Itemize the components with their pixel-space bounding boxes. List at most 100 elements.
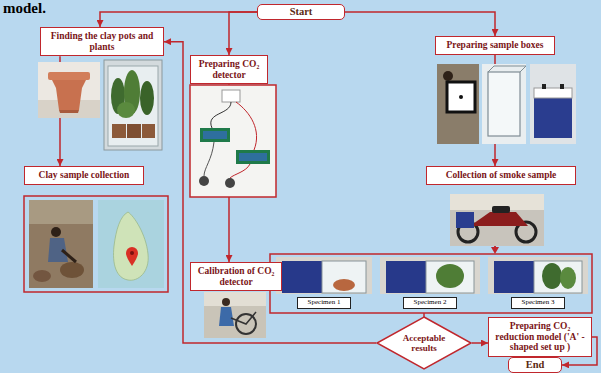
specimen-photos-part — [542, 263, 562, 289]
plants-photo-part — [112, 124, 126, 138]
field-photo-part — [48, 238, 68, 262]
detector-photo-part — [225, 178, 235, 188]
sri-lanka-map-part — [126, 247, 138, 266]
node-text: End — [513, 359, 557, 371]
detector-photo-part — [199, 176, 209, 186]
sri-lanka-map — [98, 200, 164, 288]
flow-arrow — [100, 12, 257, 27]
process-box: Preparing sample boxes — [435, 36, 555, 55]
flow-arrow — [229, 12, 257, 55]
plants-photo-part — [142, 124, 155, 138]
flow-arrow — [491, 246, 499, 254]
calibration-photo-part — [204, 292, 266, 338]
node-text: Start — [262, 6, 340, 18]
field-photo-part — [29, 200, 93, 288]
specimen-label: Specimen 1 — [297, 297, 351, 309]
node-text: Finding the clay pots and plants — [45, 31, 159, 52]
calibration-photo-part — [231, 312, 256, 324]
field-photo-part — [62, 250, 76, 262]
specimen-photos-part — [488, 257, 588, 294]
specimen-photos-part — [386, 261, 426, 293]
process-box: Clay sample collection — [24, 166, 144, 185]
specimen-photos-part — [276, 257, 372, 294]
process-box: Preparing CO₂ reduction model ('A' - sha… — [488, 317, 592, 357]
detector-photo-part — [190, 85, 276, 197]
field-photo-part — [51, 227, 61, 237]
sample-box-photos-part — [488, 72, 520, 136]
specimen-photos — [276, 257, 588, 294]
sample-box-photos-part — [447, 82, 475, 112]
detector-photo-part — [204, 142, 214, 176]
plants-photo-part — [140, 81, 154, 115]
detector-photo-part — [200, 128, 230, 142]
sri-lanka-map-part — [114, 212, 149, 280]
detector-photo-part — [203, 131, 227, 139]
node-text: Specimen 3 — [514, 299, 562, 307]
field-photo-part — [60, 262, 84, 278]
specimen-photos-part — [380, 257, 480, 294]
motorbike-photo-part — [492, 206, 510, 213]
calibration-photo-part — [219, 307, 234, 326]
process-box: Calibration of CO₂ detector — [190, 262, 282, 291]
process-box: Finding the clay pots and plants — [40, 27, 164, 56]
plants-photo-part — [108, 66, 158, 146]
calibration-photo — [204, 292, 266, 338]
clay-collection-frame-part — [24, 196, 168, 292]
specimen-photos-part — [436, 264, 464, 288]
plants-photo-part — [127, 124, 141, 138]
clay-pot-photo-part — [48, 72, 90, 80]
specimen-photos-part — [560, 267, 576, 289]
plants-photo-part — [104, 60, 162, 150]
clay-pot-photo — [38, 62, 100, 118]
detector-photo-part — [239, 153, 267, 161]
motorbike-photo — [450, 194, 544, 246]
sample-box-photos-part — [534, 88, 572, 98]
specimen-photos-part — [534, 261, 582, 293]
sample-box-photos-part — [459, 95, 463, 99]
specimen-panel-part — [270, 254, 592, 313]
sample-box-photos-part — [482, 64, 526, 144]
page-text: model. — [3, 0, 46, 17]
node-text: Collection of smoke sample — [431, 170, 571, 181]
specimen-photos-part — [322, 261, 366, 293]
node-text: Calibration of CO₂ detector — [195, 266, 277, 287]
field-photo — [29, 200, 93, 288]
plants-photo — [104, 60, 162, 150]
sample-box-photos-part — [534, 98, 572, 138]
detector-photo — [190, 85, 276, 197]
field-photo-part — [33, 270, 51, 282]
detector-photo-part — [222, 90, 240, 102]
specimen-photos-part — [494, 261, 534, 293]
specimen-photos-part — [282, 261, 322, 293]
diamond-shape — [377, 317, 471, 369]
motorbike-photo-part — [456, 212, 474, 228]
sri-lanka-map-part — [130, 251, 134, 255]
specimen-photos-part — [333, 279, 355, 291]
sri-lanka-map-part — [98, 200, 164, 288]
clay-pot-photo-part — [52, 80, 86, 110]
sample-box-photos-part — [560, 84, 564, 89]
sample-box-photos-part — [437, 64, 479, 144]
node-text: Preparing CO₂ reduction model ('A' - sha… — [493, 321, 587, 353]
sample-box-photos-part — [488, 66, 526, 72]
flow-arrow — [472, 342, 488, 344]
node-text: Specimen 1 — [300, 299, 348, 307]
detector-photo-part — [211, 102, 231, 128]
sample-box-photos-part — [530, 64, 576, 144]
start-terminal: Start — [257, 4, 345, 20]
specimen-label: Specimen 2 — [403, 297, 457, 309]
clay-pot-photo-part — [38, 62, 100, 118]
detector-photo-part — [236, 150, 270, 164]
specimen-photos-part — [426, 261, 474, 293]
node-text: Preparing sample boxes — [440, 40, 550, 51]
node-text: Preparing CO₂ detector — [195, 59, 263, 80]
flow-arrow-part — [494, 246, 496, 247]
field-photo-part — [29, 200, 93, 224]
calibration-photo-part — [222, 298, 230, 306]
motorbike-photo-part — [470, 212, 528, 226]
sample-box-photos — [437, 64, 576, 144]
end-terminal: End — [508, 357, 562, 373]
sample-box-photos-part — [542, 84, 546, 89]
clay-collection-frame — [24, 196, 168, 292]
